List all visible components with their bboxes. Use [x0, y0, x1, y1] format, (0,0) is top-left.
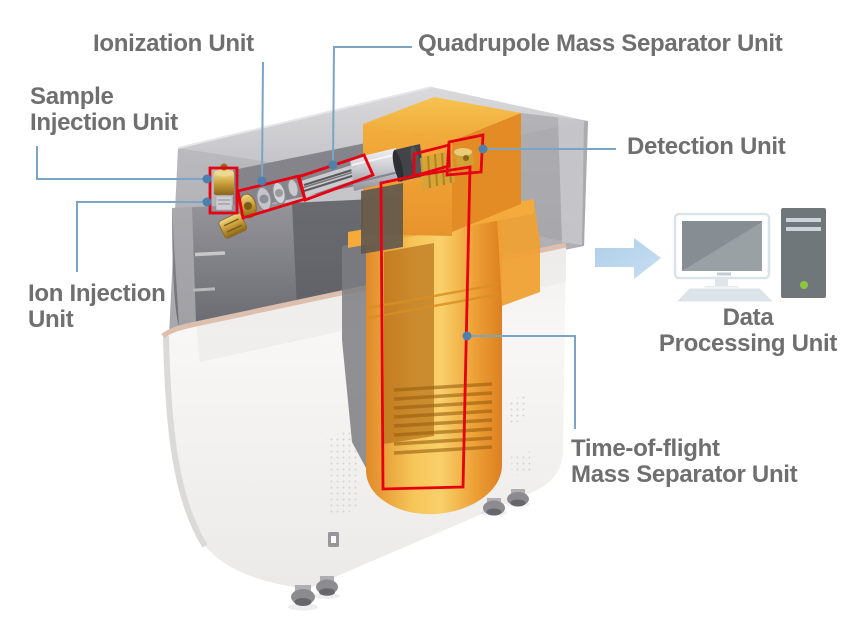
label-line: Unit: [28, 306, 74, 333]
column-rib-line: [367, 282, 501, 310]
tof-head-top: [363, 97, 521, 141]
leader-dot-quadrupole: [328, 160, 338, 170]
leader-line-sample-injection: [36, 146, 205, 180]
label-ionization-unit: Ionization Unit: [93, 31, 254, 57]
vent-grille-right-upper: [506, 396, 527, 424]
highlight-box-tof: [379, 165, 472, 491]
monitor-stand-neck: [715, 278, 728, 286]
leader-line-ionization: [261, 61, 264, 181]
pink-trim-band: [161, 242, 567, 338]
label-line: Ion Injection: [28, 280, 166, 307]
label-line: Sample: [30, 83, 114, 110]
vent-grille-right-lower: [511, 451, 531, 476]
label-line: Injection Unit: [30, 109, 178, 136]
front-module-model-mark: [192, 287, 216, 292]
label-line: Mass Separator Unit: [571, 461, 798, 488]
tower-drive-slot: [786, 218, 821, 222]
tof-inner-flight-tube: [384, 243, 434, 444]
leader-dot-ion-injection: [202, 197, 212, 207]
highlight-box-quadrupole: [296, 153, 375, 202]
collar-ring: [392, 150, 404, 182]
tower-drive-slot: [786, 227, 821, 231]
label-time-of-flight-mass-separator-unit: Time-of-flight Mass Separator Unit: [571, 435, 798, 488]
lower-body-left-shade: [163, 335, 208, 548]
label-sample-injection-unit: Sample Injection Unit: [30, 84, 178, 136]
label-detection-unit: Detection Unit: [627, 133, 786, 160]
monitor-chin-detail: [717, 272, 731, 276]
label-quadrupole-mass-separator-unit: Quadrupole Mass Separator Unit: [418, 30, 783, 57]
label-data-processing-unit: Data Processing Unit: [640, 305, 852, 357]
desktop-computer-icon: [673, 208, 826, 303]
detector-assembly: [454, 148, 474, 168]
highlight-boxes: [208, 133, 485, 491]
label-ion-injection-unit: Ion Injection Unit: [28, 280, 166, 333]
ion-lens-discs: [239, 178, 300, 219]
transfer-tube-shade: [352, 171, 400, 184]
leader-line-quadrupole: [332, 46, 412, 165]
highlight-box-detection: [445, 133, 485, 177]
reflectron-stack: [393, 382, 493, 455]
label-line: Time-of-flight: [571, 435, 720, 462]
power-switch: [328, 532, 339, 547]
leader-dot-ionization: [257, 176, 267, 186]
leader-line-ion-injection: [76, 201, 205, 272]
label-line: Ionization Unit: [93, 30, 254, 57]
sample-injection-valve: [214, 163, 234, 211]
front-module-edge-light: [172, 207, 196, 327]
leader-dot-sample-injection: [202, 174, 212, 184]
cavity-shadow: [342, 241, 366, 468]
flow-arrow-icon: [595, 238, 661, 279]
label-line: Data: [722, 304, 774, 331]
tower-power-led: [800, 281, 808, 289]
label-line: Processing Unit: [658, 330, 838, 357]
leader-dot-detection: [478, 144, 488, 154]
caster-feet: [288, 489, 530, 611]
vent-grille-left: [326, 430, 358, 516]
monitor-screen-glare: [682, 222, 762, 271]
brass-fitting: [218, 212, 248, 239]
label-line: Quadrupole Mass Separator Unit: [418, 30, 783, 57]
leader-dot-tof: [462, 331, 472, 341]
leader-lines: [36, 46, 616, 429]
label-line: Detection Unit: [627, 133, 786, 160]
front-module-logo-mark: [194, 251, 226, 257]
leader-dots: [202, 144, 488, 341]
tof-column-shoulder: [497, 202, 540, 306]
transfer-tube-highlight: [351, 153, 399, 166]
cabinet-right-highlight: [558, 117, 584, 245]
column-rib-line: [367, 292, 501, 320]
leader-line-tof: [468, 335, 576, 429]
keyboard-icon: [674, 287, 776, 303]
highlight-box-ion-modulator: [412, 143, 451, 178]
cabinet-top-edge-highlight: [177, 86, 433, 149]
